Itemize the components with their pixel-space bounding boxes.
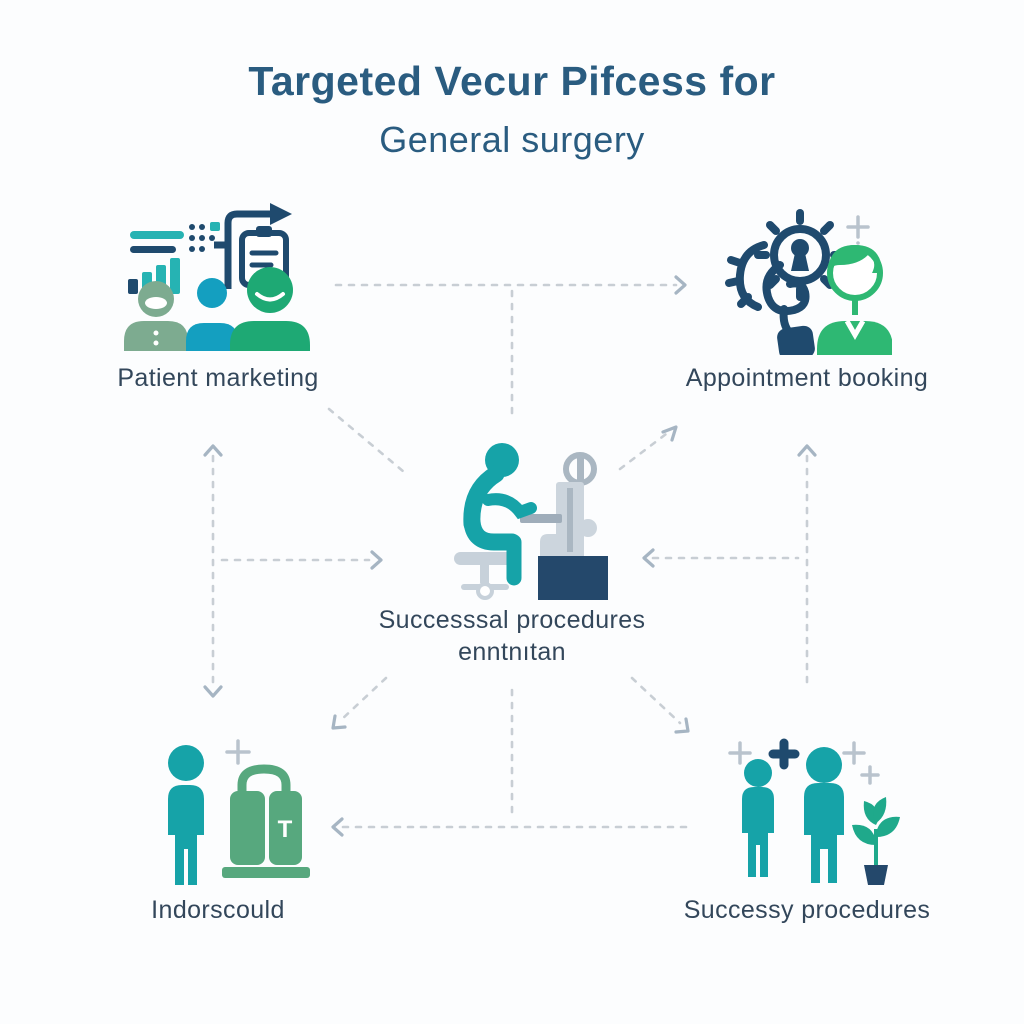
microscope-machine-icon [520, 452, 597, 560]
arrowhead-upright-icon [661, 425, 678, 442]
gears-and-person-icon [725, 209, 892, 355]
title-line-2: General surgery [379, 119, 645, 160]
flow-arrow-icon [214, 210, 272, 289]
node-successy-procedures [718, 733, 906, 891]
standing-person-icon [168, 745, 204, 885]
label-patient-marketing: Patient marketing [117, 364, 319, 392]
large-person-icon [804, 747, 844, 883]
sparkle-plus-icon [728, 741, 880, 785]
person-icon [186, 278, 238, 351]
sparkle-plus-icon [225, 739, 251, 765]
page-title: Targeted Vecur Pifcess for General surge… [0, 58, 1024, 161]
arrow-center-to-bottomright [630, 676, 682, 725]
arrowhead-up-icon [203, 444, 223, 457]
label-center-line1: Successsal procedures [378, 606, 646, 634]
people-growth-plant-icon [728, 738, 900, 885]
node-center-procedures [428, 438, 612, 600]
people-group-with-chart-icon [124, 203, 310, 351]
arrowhead-down-icon [203, 685, 223, 698]
arrow-center-to-topright [618, 429, 672, 471]
small-person-icon [742, 759, 774, 877]
green-hair-person-icon [817, 245, 892, 355]
surgeon-at-microscope-icon [454, 443, 608, 600]
plus-icon [768, 738, 800, 770]
dot-grid-icon [189, 224, 215, 252]
cabinet-icon [538, 556, 608, 600]
arrow-center-to-bottomleft [339, 676, 388, 722]
title-line-1: Targeted Vecur Pifcess for [248, 58, 776, 104]
arrowhead-right-icon [674, 275, 687, 295]
hunched-surgeon-icon [463, 443, 537, 586]
sparkle-plus-icon [846, 215, 870, 245]
masked-person-icon [124, 281, 188, 351]
arrowhead-left-icon [642, 548, 655, 568]
person-with-luggage-icon: T [168, 739, 310, 885]
label-center-line2: enntnıtan [458, 638, 566, 666]
plant-icon [852, 797, 900, 885]
smiling-person-icon [230, 267, 310, 351]
arrowhead-right-icon [370, 550, 383, 570]
node-patient-marketing [112, 193, 324, 351]
node-appointment-booking [722, 203, 892, 355]
arrowhead-downleft-icon [331, 714, 347, 730]
arrow-topleft-to-center [327, 407, 406, 474]
stool-icon [454, 552, 516, 600]
luggage-letter: T [278, 816, 293, 843]
label-successy-procedures: Successy procedures [683, 896, 931, 924]
label-indorscould: Indorscould [151, 896, 285, 924]
cube-icon [777, 325, 815, 355]
arrowhead-left-icon [331, 817, 344, 837]
label-appointment-booking: Appointment booking [685, 364, 929, 392]
arrowhead-up-icon [797, 444, 817, 457]
arrowhead-downright-icon [674, 717, 690, 734]
luggage-icon: T [222, 764, 310, 878]
node-indorscould: T [138, 733, 310, 891]
